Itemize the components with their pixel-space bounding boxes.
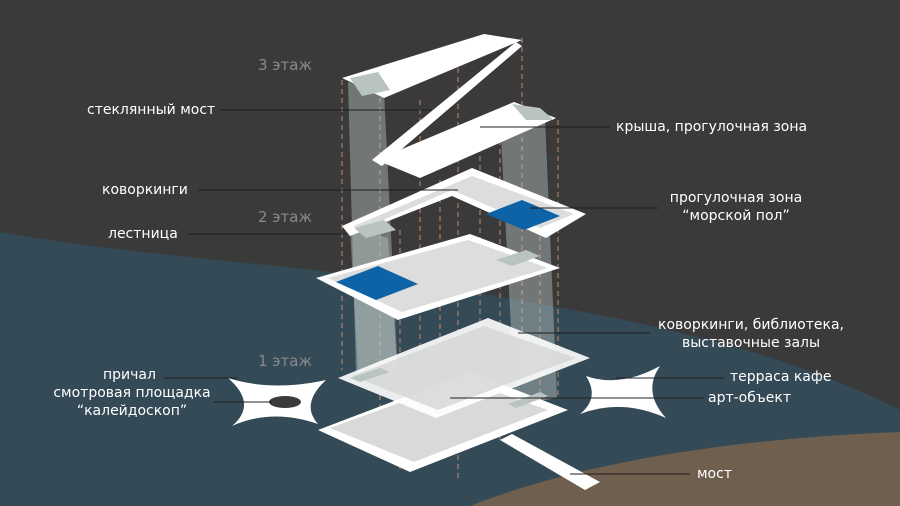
label-viewpoint: смотровая площадка “калейдоскоп” <box>48 384 216 420</box>
blue-floor-left <box>336 266 418 300</box>
label-pier: причал <box>103 367 156 383</box>
label-walk-zone: прогулочная зона “морской пол” <box>656 189 816 225</box>
terrace-structure <box>580 366 666 418</box>
label-walk-zone-line1: прогулочная зона <box>669 190 803 206</box>
pier-structure <box>228 378 326 426</box>
blue-floor-right <box>486 200 560 230</box>
floor-2-slab <box>316 234 560 320</box>
shore-area <box>470 432 900 506</box>
label-coworking: коворкинги <box>102 182 188 198</box>
label-roof: крыша, прогулочная зона <box>616 119 808 135</box>
bridge-walkway <box>500 434 600 490</box>
label-coworking-library: коворкинги, библиотека, выставочные залы <box>650 316 852 352</box>
floor-2-label: 2 этаж <box>258 208 312 226</box>
floor-1-slab <box>318 318 600 490</box>
label-glass-bridge: стеклянный мост <box>87 102 216 118</box>
label-coworking-library-line1: коворкинги, библиотека, <box>657 317 845 333</box>
label-cafe-terrace: терраса кафе <box>730 369 832 385</box>
leader-lines <box>164 109 724 475</box>
label-bridge: мост <box>697 466 732 482</box>
label-stairs: лестница <box>108 226 178 242</box>
label-walk-zone-line2: “морской пол” <box>682 208 790 224</box>
floor-2-upper-slab <box>342 168 586 238</box>
floor-3-label: 3 этаж <box>258 56 312 74</box>
glass-bridge-diagonal <box>372 42 522 166</box>
floor-1-label: 1 этаж <box>258 352 312 370</box>
label-coworking-library-line2: выставочные залы <box>681 335 821 351</box>
label-art-object: арт-объект <box>708 390 791 406</box>
floor-3-roof <box>342 34 556 178</box>
label-viewpoint-line2: “калейдоскоп” <box>76 403 188 419</box>
label-viewpoint-line1: смотровая площадка <box>53 385 211 401</box>
